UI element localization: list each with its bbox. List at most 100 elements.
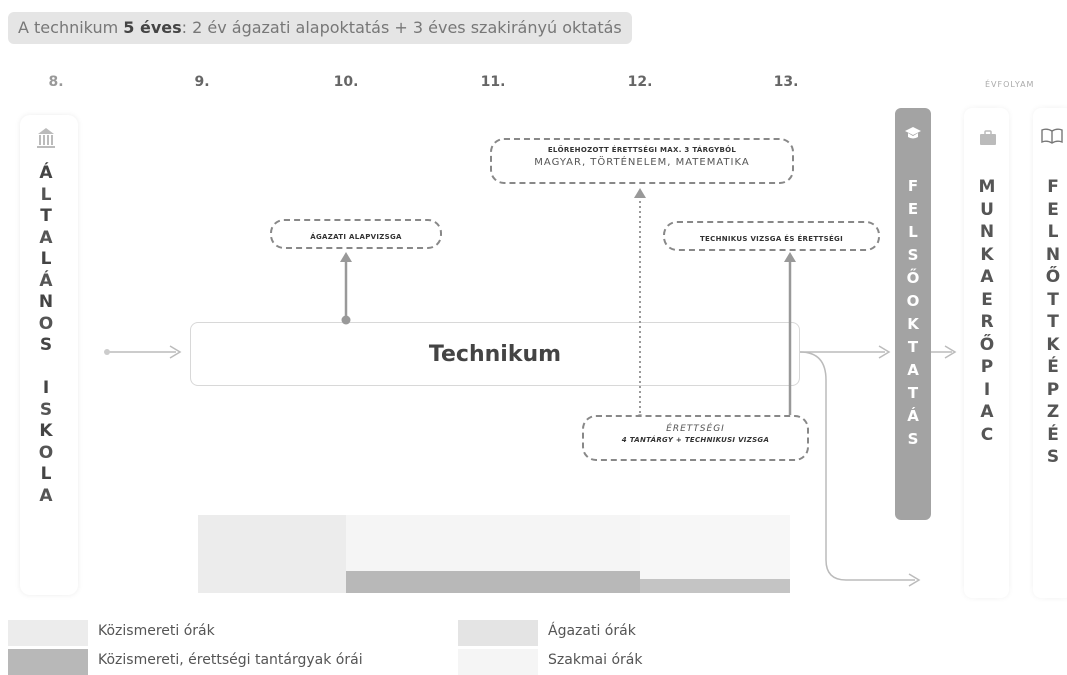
munkaeropiac-panel <box>964 108 1009 598</box>
year-11-label: 11. <box>480 74 506 90</box>
headline-suffix: : 2 év ágazati alapoktatás + 3 éves szak… <box>181 18 622 37</box>
erettsegi-subtitle: 4 TANTÁRGY + TECHNIKUSI VIZSGA <box>621 436 770 444</box>
school-letter: Á <box>39 270 53 291</box>
felnottkepzes-letter: E <box>1047 199 1059 220</box>
felnottkepzes-letter: L <box>1047 222 1059 242</box>
munkaeropiac-letter: I <box>983 379 991 400</box>
felsooktatas-letter: S <box>907 430 919 448</box>
erettsegi-box: ÉRETTSÉGI 4 TANTÁRGY + TECHNIKUSI VIZSGA <box>582 415 809 461</box>
munkaeropiac-letter: K <box>980 244 994 265</box>
school-building-icon <box>34 126 58 154</box>
agazati-alapvizsga-label: ÁGAZATI ALAPVIZSGA <box>310 233 402 241</box>
felsooktatas-letter: T <box>907 384 919 402</box>
hours-bar-erettsegi-11-12 <box>346 571 640 593</box>
graduation-cap-icon <box>904 126 922 146</box>
year-axis-label: ÉVFOLYAM <box>985 80 1035 89</box>
legend-label-kozismereti: Közismereti órák <box>98 623 215 639</box>
technikus-vizsga-box: TECHNIKUS VIZSGA ÉS ÉRETTSÉGI <box>663 221 880 251</box>
felnottkepzes-panel <box>1033 108 1067 598</box>
open-book-icon <box>1041 128 1063 148</box>
felnottkepzes-letter: Ő <box>1045 267 1061 287</box>
agazati-alapvizsga-box: ÁGAZATI ALAPVIZSGA <box>270 219 442 249</box>
munkaeropiac-letter: P <box>980 357 994 377</box>
felnottkepzes-letter: F <box>1047 177 1059 197</box>
felsooktatas-letter: O <box>906 292 920 310</box>
felnottkepzes-letter: N <box>1045 244 1061 265</box>
school-letter: O <box>38 313 54 334</box>
munkaeropiac-letter: E <box>981 289 993 310</box>
year-10-label: 10. <box>333 74 359 90</box>
felsooktatas-letter: A <box>907 361 919 379</box>
felsooktatas-letter: Ő <box>906 269 920 287</box>
felsooktatas-letter: S <box>907 246 919 264</box>
year-9-label: 9. <box>194 74 210 90</box>
school-letter: N <box>38 292 54 312</box>
elorehozott-erettsegi-box: ELŐREHOZOTT ÉRETTSÉGI MAX. 3 TÁRGYBÓL MA… <box>490 138 794 184</box>
headline-banner: A technikum 5 éves: 2 év ágazati alapokt… <box>8 12 632 44</box>
legend-swatch-kozismereti <box>8 620 88 646</box>
school-letter: S <box>39 335 53 355</box>
school-letter: A <box>39 227 53 248</box>
munkaeropiac-letter: C <box>980 424 994 445</box>
munkaeropiac-letter: M <box>978 177 996 197</box>
hours-bar-szakmai-11-12 <box>346 515 640 571</box>
school-letter: K <box>39 421 53 441</box>
school-letter: L <box>40 184 52 205</box>
felsooktatas-letter: F <box>907 177 919 195</box>
school-letter: S <box>39 399 53 420</box>
legend-label-kozismereti-erettsegi: Közismereti, érettségi tantárgyak órái <box>98 652 363 668</box>
briefcase-icon <box>979 130 997 150</box>
felnottkepzes-letter: É <box>1047 424 1059 445</box>
felsooktatas-letter: E <box>907 200 919 218</box>
legend-swatch-kozismereti-erettsegi <box>8 649 88 675</box>
legend-label-szakmai: Szakmai órák <box>548 652 643 668</box>
erettsegi-title: ÉRETTSÉGI <box>666 424 725 434</box>
munkaeropiac-letter: Ő <box>979 334 995 355</box>
legend-swatch-szakmai <box>458 649 538 675</box>
felnottkepzes-letter: Z <box>1046 402 1060 422</box>
technikum-box: Technikum <box>190 322 800 386</box>
elorehozott-erettsegi-title: ELŐREHOZOTT ÉRETTSÉGI MAX. 3 TÁRGYBÓL <box>547 146 737 154</box>
legend-label-agazati: Ágazati órák <box>548 623 636 639</box>
hours-bar-szakmai-13 <box>640 515 790 579</box>
headline-prefix: A technikum <box>18 18 124 37</box>
year-8-label: 8. <box>48 74 64 90</box>
elorehozott-subjects: MAGYAR, TÖRTÉNELEM, MATEMATIKA <box>534 157 750 168</box>
felsooktatas-letter: T <box>907 338 919 356</box>
felnottkepzes-letter: T <box>1047 289 1059 310</box>
year-13-label: 13. <box>773 74 799 90</box>
hours-bar-erettsegi-13 <box>640 579 790 593</box>
munkaeropiac-letter: A <box>980 267 994 287</box>
legend-swatch-agazati <box>458 620 538 646</box>
school-letter: L <box>40 249 52 269</box>
felnottkepzes-letter: K <box>1046 334 1060 355</box>
year-12-label: 12. <box>627 74 653 90</box>
school-letter: T <box>40 206 52 226</box>
technikus-vizsga-label: TECHNIKUS VIZSGA ÉS ÉRETTSÉGI <box>699 235 843 243</box>
munkaeropiac-letter: A <box>980 402 994 422</box>
felnottkepzes-letter: P <box>1046 379 1060 400</box>
felnottkepzes-letter: T <box>1047 312 1059 332</box>
hours-bar-kozismereti-9-10 <box>198 515 346 593</box>
technikum-label: Technikum <box>428 341 562 367</box>
headline-duration: 5 éves <box>123 18 182 37</box>
felsooktatas-bar <box>895 108 931 520</box>
felnottkepzes-letter: S <box>1046 447 1060 467</box>
felsooktatas-letter: Á <box>907 407 919 425</box>
school-letter: A <box>39 485 53 506</box>
munkaeropiac-letter: N <box>979 222 995 242</box>
felnottkepzes-letter: É <box>1047 357 1059 377</box>
munkaeropiac-letter: U <box>980 199 994 220</box>
school-letter: I <box>42 378 50 398</box>
munkaeropiac-letter: R <box>980 312 994 332</box>
school-letter: O <box>38 442 54 463</box>
felsooktatas-letter: K <box>907 315 919 333</box>
felsooktatas-letter: L <box>908 223 918 241</box>
school-panel <box>20 115 78 595</box>
school-letter: Á <box>39 163 53 183</box>
school-letter: L <box>40 464 52 484</box>
